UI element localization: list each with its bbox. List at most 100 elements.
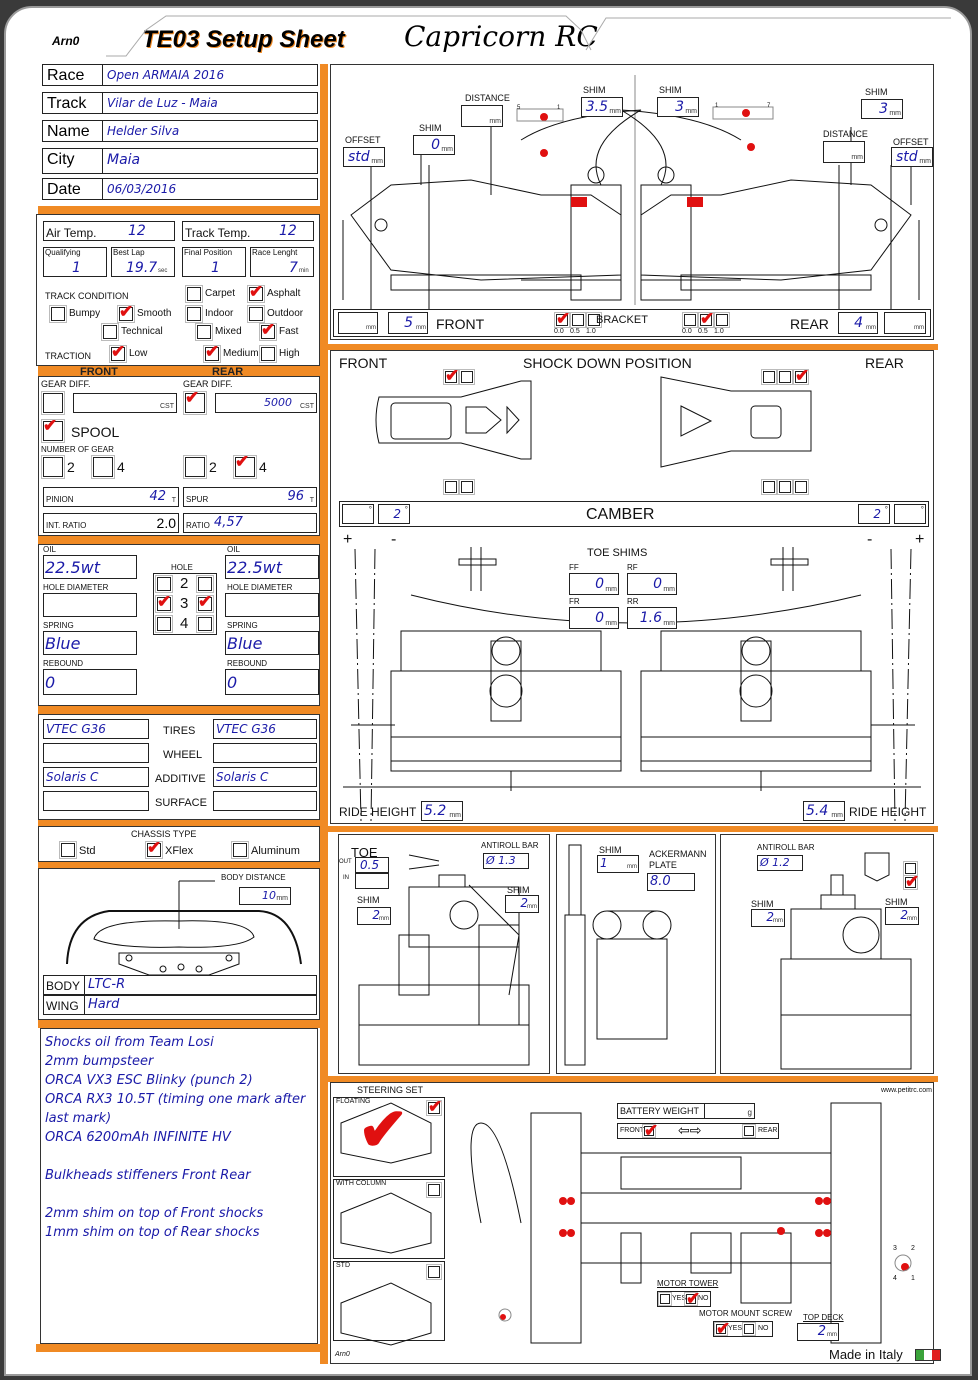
rear-bracket-1.0-checkbox[interactable] (714, 312, 730, 328)
rear-additive-field[interactable]: Solaris C (213, 767, 317, 787)
front-shock-top-position-checkbox[interactable] (443, 366, 459, 386)
front-tires-field[interactable]: VTEC G36 (43, 719, 149, 739)
rear-bracket-0.0-checkbox[interactable] (682, 312, 698, 328)
ratio-field[interactable]: RATIO 4,57 (183, 513, 317, 533)
rear-shock-top-position-checkbox[interactable] (761, 369, 777, 385)
condition-mixed-checkbox[interactable] (195, 323, 213, 341)
rear-hole-3-checkbox[interactable] (196, 592, 214, 613)
rear-hole-diameter-field[interactable] (225, 593, 319, 617)
rear-hole-2-checkbox[interactable] (196, 575, 214, 593)
gear-count-option-checkbox[interactable] (41, 455, 65, 479)
condition-high-checkbox[interactable] (259, 345, 277, 363)
spur-field[interactable]: SPUR 96 T (183, 487, 317, 507)
front-bracket-0.0-checkbox[interactable] (554, 309, 570, 329)
front-antiroll-field[interactable]: Ø 1.3 (483, 853, 529, 869)
steering-set-with-column-option[interactable]: WITH COLUMN (333, 1179, 445, 1259)
chassis-aluminum-checkbox[interactable] (231, 841, 249, 859)
rear-oil-field[interactable]: 22.5wt (225, 555, 319, 579)
front-camber-field[interactable]: 2° (378, 504, 410, 524)
rear-tires-field[interactable]: VTEC G36 (213, 719, 317, 739)
condition-indoor-checkbox[interactable] (185, 305, 203, 323)
steering-set-checkbox[interactable] (426, 1264, 442, 1280)
front-rebound-field[interactable]: 0 (43, 669, 137, 695)
front-bracket-1.0-checkbox[interactable] (586, 312, 602, 328)
condition-technical-checkbox[interactable] (101, 323, 119, 341)
track-temp-field[interactable]: Track Temp. 12 (182, 221, 314, 241)
front-hole-2-checkbox[interactable] (155, 575, 173, 593)
rear-gear-diff-checkbox[interactable] (183, 388, 207, 415)
battery-front-checkbox[interactable] (642, 1121, 658, 1141)
condition-asphalt-checkbox[interactable] (247, 282, 265, 303)
rear-shock-top-position-checkbox[interactable] (793, 366, 809, 386)
front-oil-field[interactable]: 22.5wt (43, 555, 137, 579)
rear-distance-field[interactable]: mm (823, 141, 865, 163)
qualifying-field[interactable]: Qualifying 1 (43, 247, 107, 277)
motor-mount-no-checkbox[interactable] (742, 1322, 756, 1336)
rear-gear-diff-field[interactable]: 5000 CST (215, 393, 317, 413)
front-additive-field[interactable]: Solaris C (43, 767, 149, 787)
front-bottom-left-field[interactable]: mm (338, 312, 378, 334)
gear-count-option-checkbox[interactable] (183, 455, 207, 479)
condition-outdoor-checkbox[interactable] (247, 305, 265, 323)
front-shock-bottom-position-checkbox[interactable] (459, 479, 475, 495)
rear-shock-bottom-position-checkbox[interactable] (793, 479, 809, 495)
front-hole-3-checkbox[interactable] (155, 592, 173, 613)
condition-low-checkbox[interactable] (109, 342, 127, 363)
pinion-field[interactable]: PINION 42 T (43, 487, 179, 507)
front-bracket-0.5-checkbox[interactable] (570, 312, 586, 328)
air-temp-field[interactable]: Air Temp. 12 (43, 221, 175, 241)
rear-outer-camber-field[interactable]: ° (894, 504, 926, 524)
rear-bottom-right-field[interactable]: mm (884, 312, 926, 334)
rear-surface-field[interactable] (213, 791, 317, 811)
rear-shock-top-position-checkbox[interactable] (777, 369, 793, 385)
front-wheel-field[interactable] (43, 743, 149, 763)
front-distance-field[interactable]: mm (461, 105, 503, 127)
condition-fast-checkbox[interactable] (259, 320, 277, 341)
chassis-xflex-checkbox[interactable] (145, 838, 163, 859)
front-shock-top-position-checkbox[interactable] (459, 369, 475, 385)
front-gear-diff-checkbox[interactable] (41, 391, 65, 415)
front-hole-4-checkbox[interactable] (155, 615, 173, 633)
gear-count-option-checkbox[interactable] (91, 455, 115, 479)
body-field[interactable]: BODY LTC-R (43, 975, 317, 995)
rear-spring-field[interactable]: Blue (225, 631, 319, 655)
rear-bracket-0.5-checkbox[interactable] (698, 309, 714, 329)
rear-camber-field[interactable]: 2° (858, 504, 890, 524)
body-distance-field[interactable]: 10 mm (239, 887, 291, 905)
wing-field[interactable]: WING Hard (43, 995, 317, 1015)
steering-set-checkbox[interactable] (426, 1182, 442, 1198)
rear-mount-lower-checkbox[interactable] (903, 872, 919, 892)
int-ratio-field[interactable]: INT. RATIO 2.0 (43, 513, 179, 533)
race-length-field[interactable]: Race Lenght 7 min (250, 247, 314, 277)
battery-weight-field[interactable]: BATTERY WEIGHT g (617, 1103, 755, 1119)
rear-hole-4-checkbox[interactable] (196, 615, 214, 633)
motor-mount-yes-checkbox[interactable] (714, 1319, 730, 1339)
rear-wheel-field[interactable] (213, 743, 317, 763)
toe-in-field[interactable] (355, 873, 389, 889)
best-lap-field[interactable]: Best Lap 19.7 sec (111, 247, 175, 277)
